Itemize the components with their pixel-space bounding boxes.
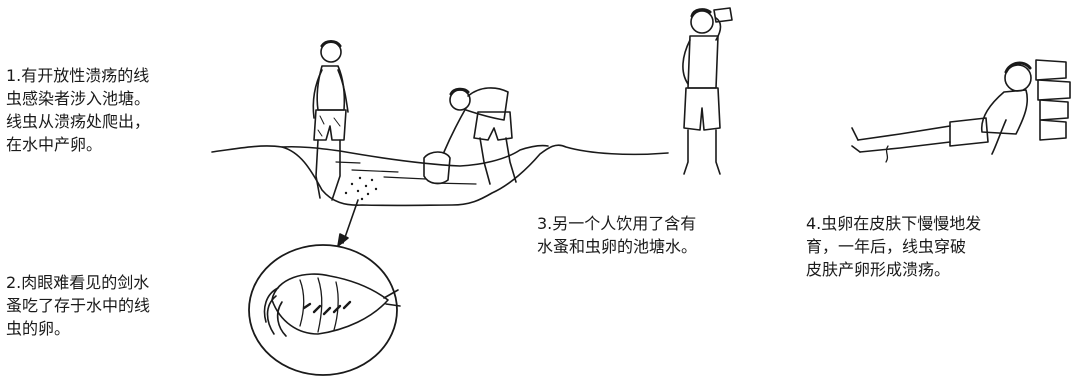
- pillows: [1036, 60, 1070, 140]
- shorts: [684, 88, 720, 130]
- hair: [692, 10, 710, 16]
- person-fetching-water: [424, 88, 516, 184]
- pond: [212, 145, 668, 205]
- caption-step-1: 1.有开放性溃疡的线 虫感染者涉入池塘。 线虫从溃疡处爬出， 在水中产卵。: [6, 66, 151, 154]
- bent-back: [466, 88, 508, 120]
- shorts: [474, 112, 512, 140]
- hair: [451, 89, 468, 94]
- hand-on-hip: [683, 40, 690, 84]
- arm-with-jug: [444, 108, 466, 152]
- caption-step-3: 3.另一个人饮用了含有 水蚤和虫卵的池塘水。: [537, 214, 698, 256]
- cyclops-eggs: [304, 302, 350, 314]
- person-drinking: [683, 8, 732, 174]
- emerging-worm: [886, 146, 888, 162]
- worm-eggs: [344, 176, 378, 201]
- torso: [982, 90, 1028, 134]
- pond-bank: [212, 145, 668, 205]
- magnified-cyclops: [249, 245, 400, 375]
- cyclops-segments: [300, 278, 338, 332]
- water-ripples: [336, 162, 476, 184]
- shorts: [950, 118, 988, 146]
- legs: [684, 130, 720, 174]
- person-with-ulcer: [852, 60, 1070, 162]
- hair: [322, 42, 340, 47]
- caption-step-2: 2.肉眼难看见的剑水 蚤吃了存于水中的线 虫的卵。: [6, 273, 151, 338]
- cyclops-tail: [384, 290, 400, 306]
- cup: [714, 8, 732, 22]
- magnifier-circle: [249, 245, 397, 375]
- shorts-pattern: [318, 116, 340, 136]
- legs: [480, 138, 516, 184]
- shorts: [314, 110, 346, 140]
- arm: [992, 120, 1006, 154]
- torso: [688, 36, 718, 88]
- water-jug: [424, 152, 450, 183]
- legs: [316, 140, 340, 200]
- arrow-to-magnified-view: [343, 200, 358, 243]
- caption-step-4: 4.虫卵在皮肤下慢慢地发 育，一年后，线虫穿破 皮肤产卵形成溃疡。: [806, 214, 982, 279]
- arrow-head: [338, 234, 348, 246]
- legs: [858, 126, 950, 152]
- arms: [313, 70, 348, 118]
- feet: [852, 128, 860, 152]
- cyclops-body: [272, 274, 388, 334]
- hair: [1006, 63, 1030, 72]
- cyclops-antennae: [265, 288, 287, 336]
- infected-person-wading: [313, 42, 348, 201]
